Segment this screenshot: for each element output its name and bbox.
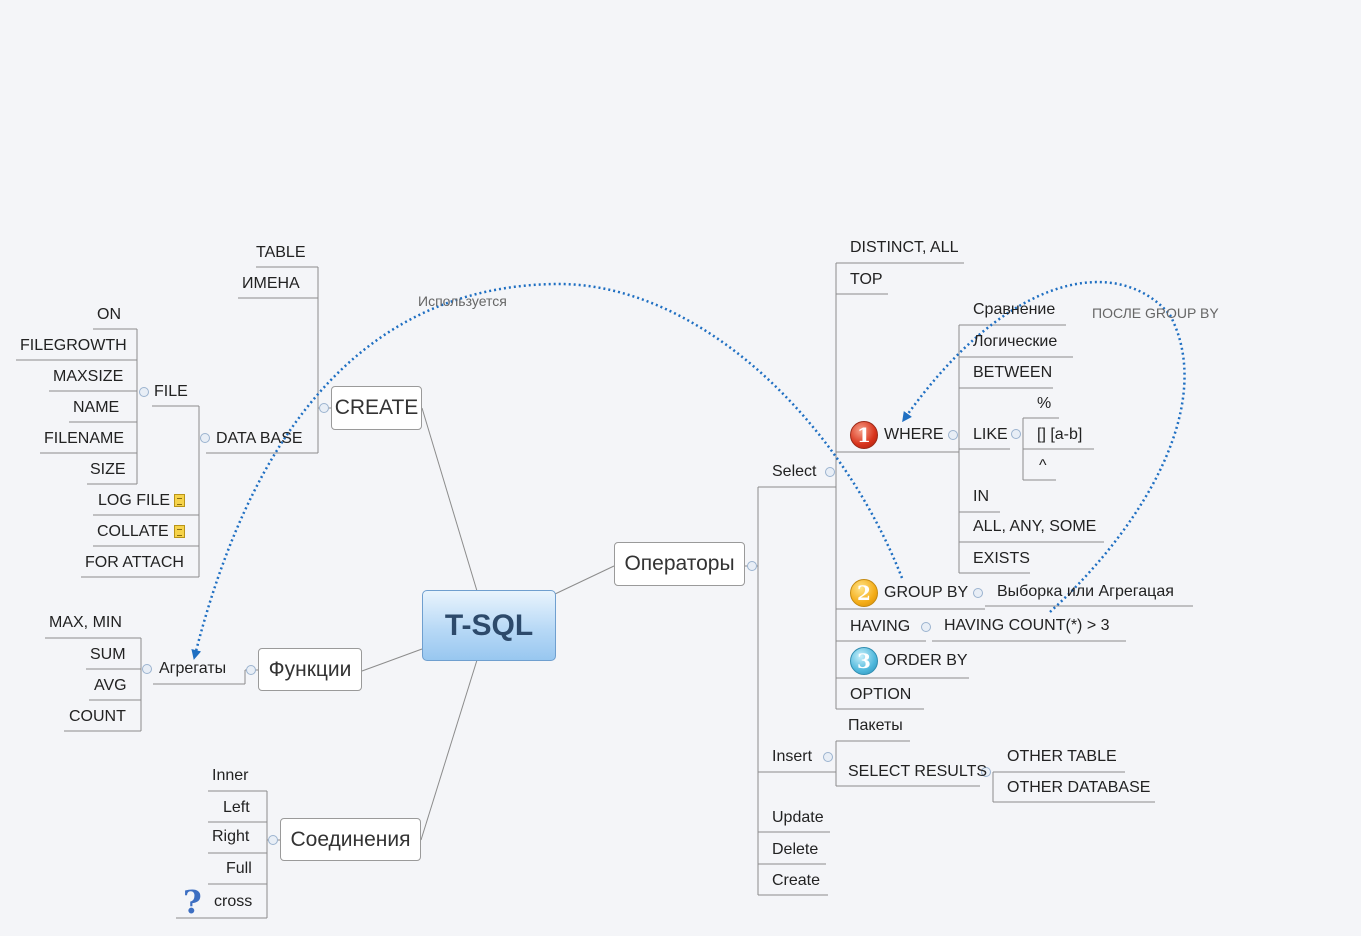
topic-sum[interactable]: SUM	[90, 646, 126, 663]
topic-having[interactable]: HAVING	[850, 618, 911, 635]
topic-file-filename[interactable]: FILENAME	[44, 430, 125, 447]
topic-update[interactable]: Update	[772, 809, 824, 826]
topic-all-any-some[interactable]: ALL, ANY, SOME	[973, 518, 1097, 535]
topic-select-results[interactable]: SELECT RESULTS	[848, 763, 988, 780]
topic-like-caret[interactable]: ^	[1039, 457, 1047, 474]
topic-operators[interactable]: Операторы	[614, 542, 745, 586]
topic-order-by[interactable]: ORDER BY	[884, 652, 968, 669]
topic-count[interactable]: COUNT	[69, 708, 126, 725]
topic-aggregates[interactable]: Агрегаты	[159, 660, 227, 677]
question-icon[interactable]: ?	[183, 883, 202, 921]
topic-max-min[interactable]: MAX, MIN	[49, 614, 122, 631]
note-icon[interactable]	[174, 525, 185, 538]
topic-left[interactable]: Left	[223, 799, 250, 816]
topic-like-percent[interactable]: %	[1037, 395, 1052, 412]
topic-having-detail[interactable]: HAVING COUNT(*) > 3	[944, 617, 1110, 634]
topic-create-op[interactable]: Create	[772, 872, 821, 889]
topic-file-maxsize[interactable]: MAXSIZE	[53, 368, 124, 385]
topic-table[interactable]: TABLE	[256, 244, 306, 261]
topic-packets[interactable]: Пакеты	[848, 717, 903, 734]
topic-file-name[interactable]: NAME	[73, 399, 120, 416]
relationship-label-used[interactable]: Используется	[418, 293, 507, 309]
relationship-label-after-group-by[interactable]: ПОСЛЕ GROUP BY	[1092, 305, 1219, 321]
priority-1-icon: 1	[850, 421, 878, 449]
topic-between[interactable]: BETWEEN	[973, 364, 1053, 381]
topic-option[interactable]: OPTION	[850, 686, 912, 703]
topic-other-table[interactable]: OTHER TABLE	[1007, 748, 1117, 765]
topic-log-file[interactable]: LOG FILE	[98, 492, 171, 509]
topic-file-on[interactable]: ON	[97, 306, 121, 323]
note-icon[interactable]	[174, 494, 185, 507]
priority-2-icon: 2	[850, 579, 878, 607]
topic-for-attach[interactable]: FOR ATTACH	[85, 554, 184, 571]
topic-names[interactable]: ИМЕНА	[242, 275, 300, 292]
topic-functions[interactable]: Функции	[258, 648, 362, 691]
topic-collate[interactable]: COLLATE	[97, 523, 169, 540]
topic-select[interactable]: Select	[772, 463, 817, 480]
topic-database[interactable]: DATA BASE	[216, 430, 303, 447]
topic-file-size[interactable]: SIZE	[90, 461, 126, 478]
topic-distinct-all[interactable]: DISTINCT, ALL	[850, 239, 959, 256]
root-topic[interactable]: T-SQL	[422, 590, 556, 661]
topic-where[interactable]: WHERE	[884, 426, 944, 443]
topic-in[interactable]: IN	[973, 488, 989, 505]
priority-3-icon: 3	[850, 647, 878, 675]
topic-insert[interactable]: Insert	[772, 748, 813, 765]
topic-logical[interactable]: Логические	[973, 333, 1058, 350]
topic-like-brackets[interactable]: [] [a-b]	[1037, 426, 1083, 443]
topic-avg[interactable]: AVG	[94, 677, 127, 694]
topic-other-database[interactable]: OTHER DATABASE	[1007, 779, 1151, 796]
topic-inner[interactable]: Inner	[212, 767, 249, 784]
topic-cross[interactable]: cross	[214, 893, 253, 910]
topic-group-by-detail[interactable]: Выборка или Агрегацая	[997, 583, 1174, 600]
topic-delete[interactable]: Delete	[772, 841, 819, 858]
topic-create[interactable]: CREATE	[331, 386, 422, 430]
topic-joins[interactable]: Соединения	[280, 818, 421, 861]
topic-compare[interactable]: Сравнение	[973, 301, 1056, 318]
topic-full[interactable]: Full	[226, 860, 252, 877]
topic-group-by[interactable]: GROUP BY	[884, 584, 969, 601]
topic-file-filegrowth[interactable]: FILEGROWTH	[20, 337, 127, 354]
topic-exists[interactable]: EXISTS	[973, 550, 1030, 567]
topic-right[interactable]: Right	[212, 828, 250, 845]
topic-top[interactable]: TOP	[850, 271, 883, 288]
topic-like[interactable]: LIKE	[973, 426, 1008, 443]
topic-file[interactable]: FILE	[154, 383, 188, 400]
